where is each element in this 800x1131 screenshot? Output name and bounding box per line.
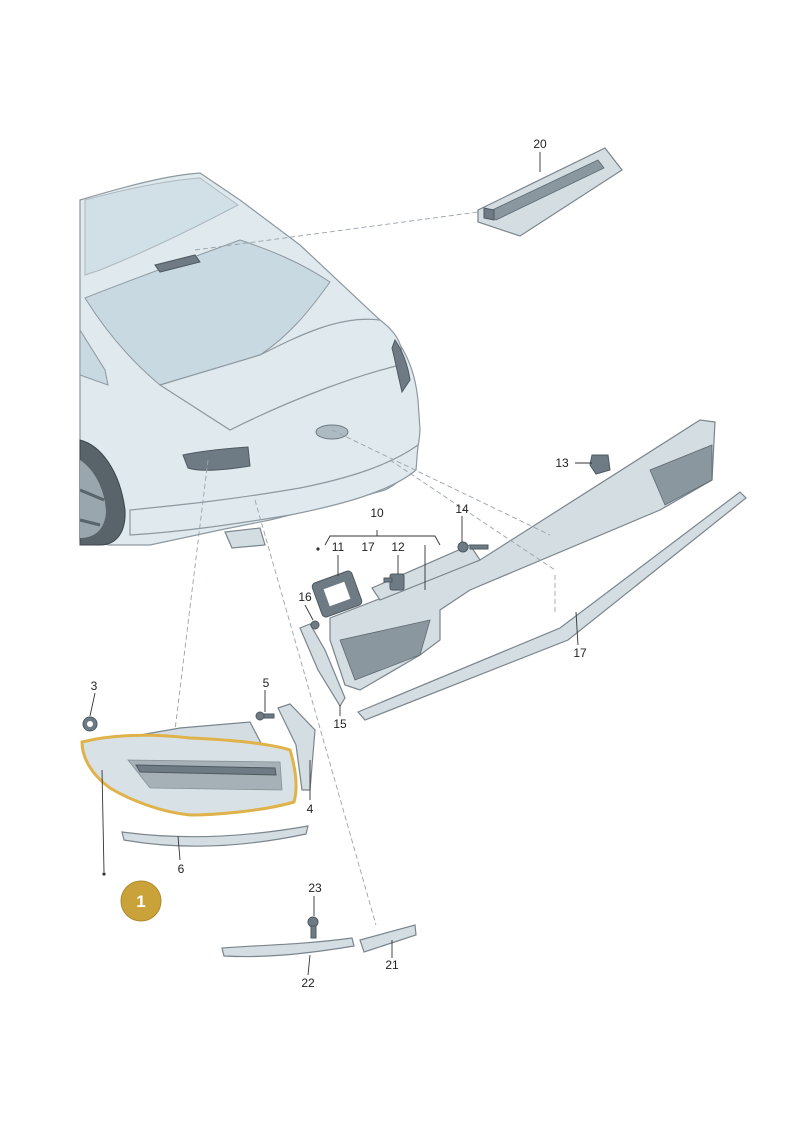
leader-lines: [89, 152, 592, 976]
callout-17-top: 17: [361, 540, 375, 554]
callout-21: 21: [385, 958, 399, 972]
callout-10: 10: [370, 506, 384, 520]
callout-16: 16: [298, 590, 312, 604]
part-21-reflector: [359, 924, 417, 953]
part-6-strip: [121, 825, 309, 847]
callout-3: 3: [91, 679, 98, 693]
part-1-tail-light: [80, 721, 298, 817]
callout-14: 14: [455, 502, 469, 516]
callout-17: 17: [573, 646, 587, 660]
car-rear-view: [79, 172, 421, 549]
callout-13: 13: [555, 456, 569, 470]
callout-5: 5: [263, 676, 270, 690]
part-5-screw: [255, 711, 275, 721]
callout-12: 12: [391, 540, 405, 554]
part-22-trim: [221, 937, 355, 958]
part-20-brake-light: [477, 147, 623, 237]
callout-11: 11: [332, 540, 345, 554]
part-15-cover: [299, 623, 346, 708]
projection-lines: [174, 211, 556, 926]
part-16-screw: [310, 620, 320, 630]
callout-labels: 20 13 14 10 11 17 12 16 17 15 3 5 4 6 23…: [91, 137, 587, 990]
callout-23: 23: [308, 881, 322, 895]
part-1-badge[interactable]: 1: [120, 880, 162, 922]
callout-15: 15: [333, 717, 347, 731]
part-17-strip: [356, 491, 747, 721]
callout-6: 6: [178, 862, 185, 876]
part-14-screw: [457, 541, 489, 553]
part-13-clip: [589, 454, 611, 475]
part-23-screw: [307, 916, 319, 939]
part-3-clip: [82, 716, 98, 732]
badge-number: 1: [136, 892, 145, 911]
callout-20: 20: [533, 137, 547, 151]
part-12-clip: [383, 573, 405, 591]
part-11-bracket: [311, 570, 363, 618]
callout-22: 22: [301, 976, 315, 990]
callout-4: 4: [307, 802, 314, 816]
